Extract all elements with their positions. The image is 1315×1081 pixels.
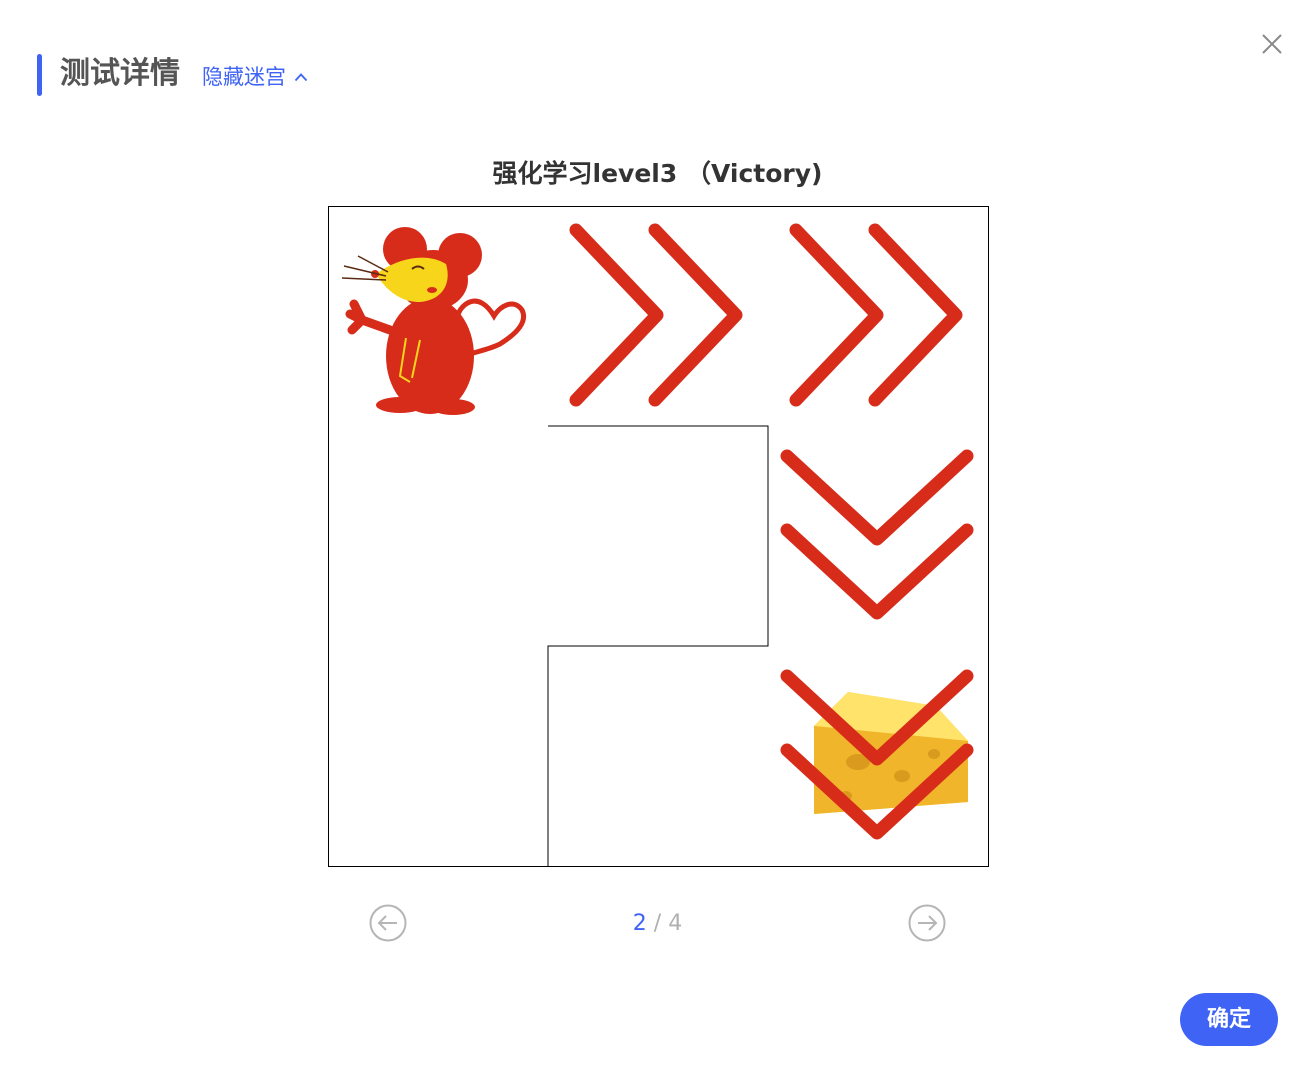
maze-board [328,206,989,867]
page-indicator: 2 / 4 [0,908,1315,940]
hide-maze-label: 隐藏迷宫 [202,65,286,89]
hide-maze-toggle[interactable]: 隐藏迷宫 [202,60,308,94]
chevron-up-icon [294,73,308,82]
next-page-button[interactable] [907,903,947,943]
arrow-left-circle-icon [369,904,407,942]
double-chevron-down-icon [787,456,967,613]
maze-walls [547,425,769,866]
prev-page-button[interactable] [368,903,408,943]
dialog-title: 测试详情 [60,56,180,91]
mouse-icon [341,227,526,415]
title-accent-bar [37,54,42,96]
double-chevron-right-icon [576,230,736,400]
current-page: 2 [632,911,647,936]
double-chevron-right-icon [796,230,956,400]
confirm-button[interactable]: 确定 [1180,993,1278,1046]
close-icon [1262,34,1282,54]
page-separator: / [653,911,662,936]
arrow-right-circle-icon [908,904,946,942]
close-button[interactable] [1256,28,1288,60]
total-pages: 4 [668,911,683,936]
maze-border [328,206,989,867]
maze-title: 强化学习level3 （Victory) [492,159,823,188]
